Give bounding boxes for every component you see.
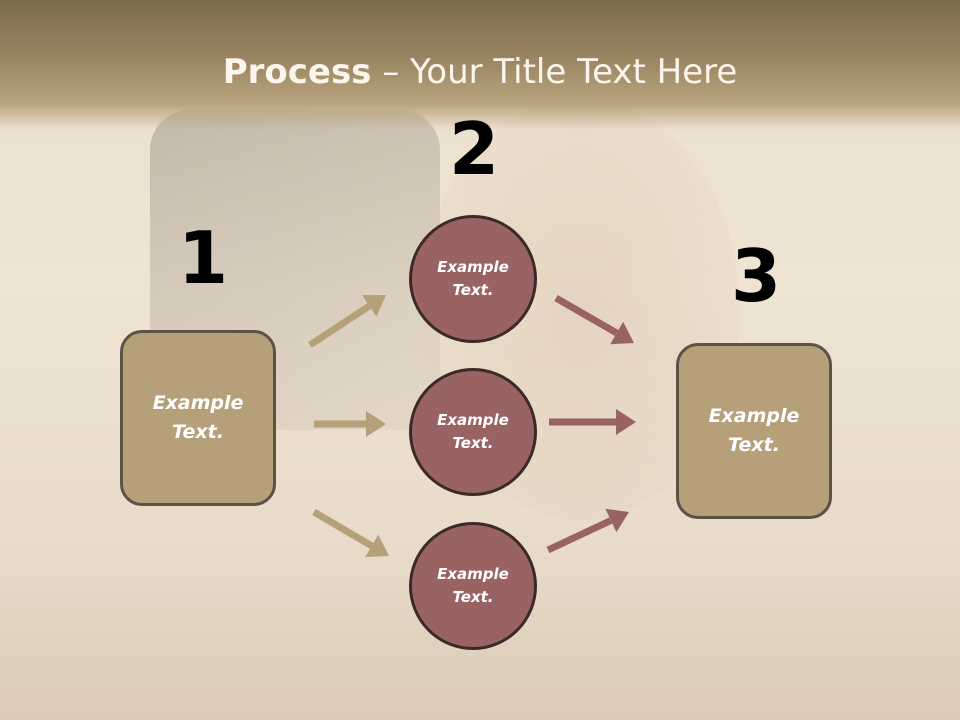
arrow-top-to-3 [554,294,634,345]
arrow-1-to-middle-head [366,411,386,437]
step-number-1: 1 [178,216,229,300]
step-box-3: Example Text. [676,343,832,519]
slide-title: Process – Your Title Text Here [0,52,960,92]
step-box-3-text: Example Text. [708,405,800,456]
arrow-1-to-top [308,295,386,348]
arrow-middle-to-3-head [616,409,636,435]
arrow-1-to-bottom-head [365,534,389,558]
arrow-bottom-to-3 [546,508,629,554]
circle-bottom-text: Example Text. [437,565,509,606]
title-bold: Process [222,52,372,92]
step-number-2: 2 [449,107,500,191]
circle-middle: Example Text. [409,368,537,496]
circle-top-text: Example Text. [437,258,509,299]
arrow-top-to-3-shaft [554,294,619,337]
arrow-1-to-middle [314,411,386,437]
arrow-1-to-bottom [312,508,389,558]
step-box-1-text: Example Text. [152,392,244,443]
arrow-1-to-top-shaft [308,303,372,348]
arrow-middle-to-3 [549,409,636,435]
step-number-3: 3 [731,234,782,318]
step-box-1: Example Text. [120,330,276,506]
circle-middle-text: Example Text. [437,411,509,452]
circle-bottom: Example Text. [409,522,537,650]
circle-top: Example Text. [409,215,537,343]
header-band [0,0,960,130]
arrow-top-to-3-head [610,321,634,345]
arrow-bottom-to-3-head [605,508,629,533]
title-rest: – Your Title Text Here [371,52,738,92]
arrow-1-to-top-head [362,295,386,317]
arrow-bottom-to-3-shaft [546,517,613,554]
arrow-1-to-bottom-shaft [312,508,374,549]
